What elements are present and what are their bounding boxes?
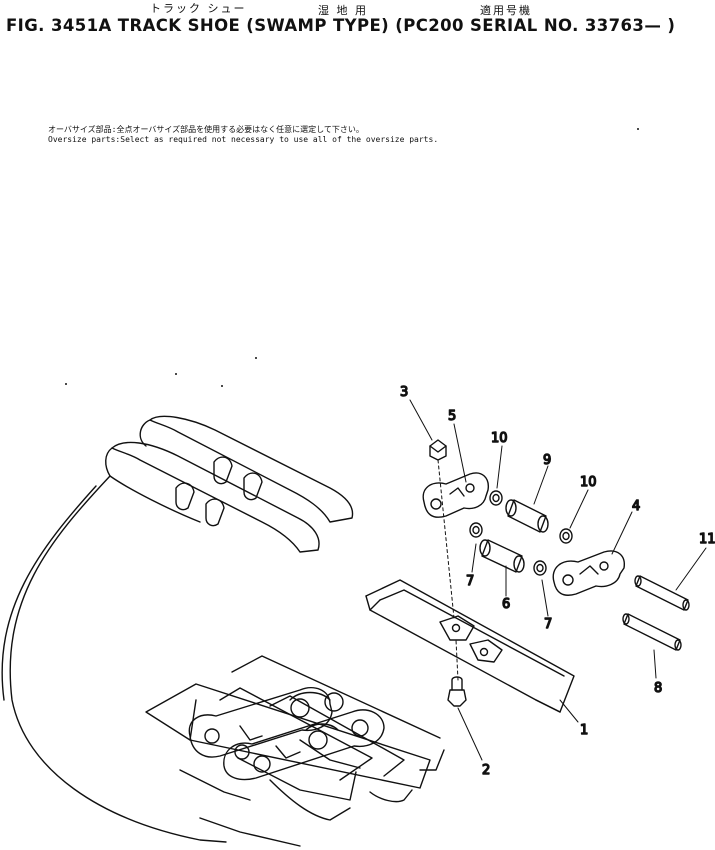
jp-swamp-label: 湿 地 用	[318, 4, 368, 17]
callout-7-b: 7	[544, 617, 552, 632]
part-1-shoe	[365, 579, 575, 713]
leader-lines	[409, 399, 707, 761]
callout-2: 2	[482, 763, 490, 778]
callout-7-a: 7	[466, 574, 474, 589]
callout-9: 9	[543, 453, 551, 468]
note-english: Oversize parts:Select as required not ne…	[48, 135, 439, 144]
callout-10-b: 10	[580, 475, 597, 490]
part-4-link	[552, 550, 625, 596]
part-3-nut	[429, 439, 447, 461]
stray-marks	[65, 128, 639, 387]
callout-5: 5	[448, 409, 456, 424]
note-japanese: オーバサイズ部品:全点オーバサイズ部品を使用する必要はなく任意に選定して下さい。	[48, 125, 364, 134]
part-5-link	[422, 472, 489, 518]
callout-11: 11	[699, 532, 715, 547]
callout-10-a: 10	[491, 431, 508, 446]
callout-4: 4	[632, 499, 640, 514]
part-2-bolt	[447, 676, 467, 707]
callout-6: 6	[502, 597, 510, 612]
part-11-pin	[634, 575, 690, 611]
part-8-pin	[622, 613, 682, 651]
callout-3: 3	[400, 385, 408, 400]
figure-title: FIG. 3451A TRACK SHOE (SWAMP TYPE) (PC20…	[6, 16, 676, 35]
jp-track-shoe-label: トラック シュー	[150, 2, 247, 15]
callout-8: 8	[654, 681, 662, 696]
track-assembly	[1, 415, 445, 847]
jp-applicable-label: 適用号機	[480, 4, 532, 17]
assembly-lines	[437, 459, 459, 681]
part-9-bushing	[505, 499, 549, 533]
callout-labels: 3 5 10 9 10 4 11 7 6 7 8 1 2	[399, 384, 715, 778]
part-7-spacers	[469, 522, 547, 576]
callout-1: 1	[580, 723, 588, 738]
part-6-bushing	[479, 539, 525, 573]
part-10-spacers	[489, 490, 573, 544]
